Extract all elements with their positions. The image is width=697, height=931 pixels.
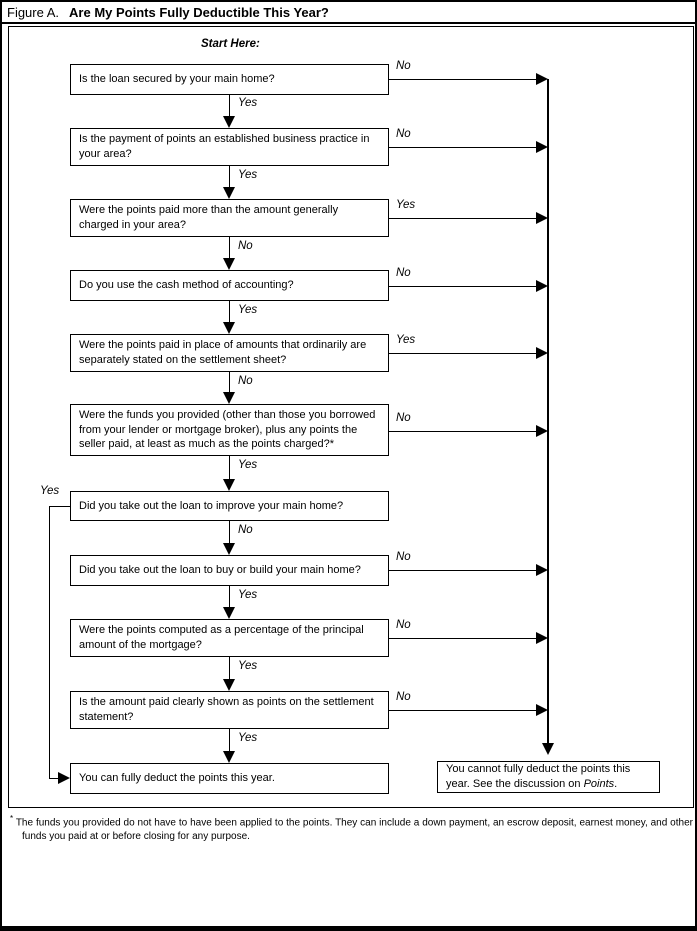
question-text: Were the points computed as a percentage… [79,624,364,651]
question-text: Is the amount paid clearly shown as poin… [79,696,374,723]
connector-q4-right [389,286,536,287]
connector-q8-right [389,570,536,571]
connector-q4-down [229,301,230,323]
edge-label-q10-down: Yes [238,732,258,744]
arrowhead-right-icon [58,772,70,784]
arrowhead-down-icon [223,751,235,763]
edge-label-q8-right: No [396,551,411,563]
footnote-marker: * [10,814,14,823]
edge-label-q2-down: Yes [238,169,258,181]
connector-q7-left [49,506,70,507]
connector-q2-right [389,147,536,148]
question-text: Is the payment of points an established … [79,133,370,160]
connector-yes-into-result [49,778,59,779]
result-text: You cannot fully deduct the points this … [446,762,651,791]
question-box-2: Is the payment of points an established … [70,128,389,166]
connector-q10-right [389,710,536,711]
connector-q2-down [229,166,230,188]
connector-q5-down [229,372,230,393]
edge-label-q3-down: No [238,240,253,252]
connector-q9-right [389,638,536,639]
arrowhead-right-icon [536,425,548,437]
connector-q3-down [229,237,230,259]
edge-label-q4-right: No [396,267,411,279]
question-box-6: Were the funds you provided (other than … [70,404,389,456]
arrowhead-down-icon [223,607,235,619]
arrowhead-down-icon [223,258,235,270]
connector-q7-down [229,521,230,544]
edge-label-q2-right: No [396,128,411,140]
figure-label: Figure A. [7,5,60,20]
connector-q10-down [229,729,230,752]
result-text-after: . [614,778,618,790]
edge-label-q4-down: Yes [238,304,258,316]
arrowhead-down-icon [223,679,235,691]
arrowhead-right-icon [536,704,548,716]
arrowhead-right-icon [536,141,548,153]
edge-label-q3-right: Yes [396,199,416,211]
arrowhead-right-icon [536,212,548,224]
arrowhead-right-icon [536,632,548,644]
edge-label-q1-down: Yes [238,97,258,109]
question-text: Were the funds you provided (other than … [79,409,376,451]
edge-label-q7-left: Yes [40,485,60,497]
connector-q1-right [389,79,536,80]
question-box-10: Is the amount paid clearly shown as poin… [70,691,389,729]
connector-q6-down [229,456,230,480]
edge-label-q5-right: Yes [396,334,416,346]
question-text: Were the points paid more than the amoun… [79,204,339,231]
arrowhead-right-icon [536,347,548,359]
arrowhead-down-icon [223,392,235,404]
footnote: * The funds you provided do not have to … [10,814,693,843]
question-box-7: Did you take out the loan to improve you… [70,491,389,521]
title-divider [2,22,695,24]
arrowhead-right-icon [536,280,548,292]
connector-q8-down [229,586,230,608]
arrowhead-down-icon [223,322,235,334]
arrowhead-down-icon [223,116,235,128]
question-box-5: Were the points paid in place of amounts… [70,334,389,372]
edge-label-q8-down: Yes [238,589,258,601]
result-box-not-deductible: You cannot fully deduct the points this … [437,761,660,793]
start-here-label: Start Here: [201,38,260,50]
arrowhead-down-icon [223,479,235,491]
edge-label-q7-down: No [238,524,253,536]
footnote-text: The funds you provided do not have to ha… [15,817,693,842]
question-text: Is the loan secured by your main home? [79,73,275,86]
result-text-italic-term: Points [583,778,615,790]
arrowhead-down-icon [542,743,554,755]
connector-q1-down [229,95,230,117]
arrowhead-right-icon [536,73,548,85]
edge-label-q6-down: Yes [238,459,258,471]
arrowhead-down-icon [223,543,235,555]
figure-title: Figure A. Are My Points Fully Deductible … [7,5,687,22]
edge-label-q9-down: Yes [238,660,258,672]
question-box-4: Do you use the cash method of accounting… [70,270,389,301]
question-box-1: Is the loan secured by your main home? [70,64,389,95]
page-title: Are My Points Fully Deductible This Year… [69,5,329,20]
arrowhead-down-icon [223,187,235,199]
result-text: You can fully deduct the points this yea… [79,772,275,785]
question-box-3: Were the points paid more than the amoun… [70,199,389,237]
edge-label-q9-right: No [396,619,411,631]
question-box-9: Were the points computed as a percentage… [70,619,389,657]
edge-label-q1-right: No [396,60,411,72]
question-text: Were the points paid in place of amounts… [79,339,367,366]
edge-label-q10-right: No [396,691,411,703]
result-box-deductible: You can fully deduct the points this yea… [70,763,389,794]
connector-q3-right [389,218,536,219]
question-text: Did you take out the loan to improve you… [79,499,344,512]
connector-yes-rail [49,506,50,778]
edge-label-q5-down: No [238,375,253,387]
connector-q6-right [389,431,536,432]
result-text-before: You cannot fully deduct the points this … [446,763,631,790]
connector-no-rail [547,79,549,743]
question-text: Do you use the cash method of accounting… [79,279,294,292]
question-text: Did you take out the loan to buy or buil… [79,564,361,577]
arrowhead-right-icon [536,564,548,576]
connector-q5-right [389,353,536,354]
edge-label-q6-right: No [396,412,411,424]
connector-q9-down [229,657,230,680]
question-box-8: Did you take out the loan to buy or buil… [70,555,389,586]
